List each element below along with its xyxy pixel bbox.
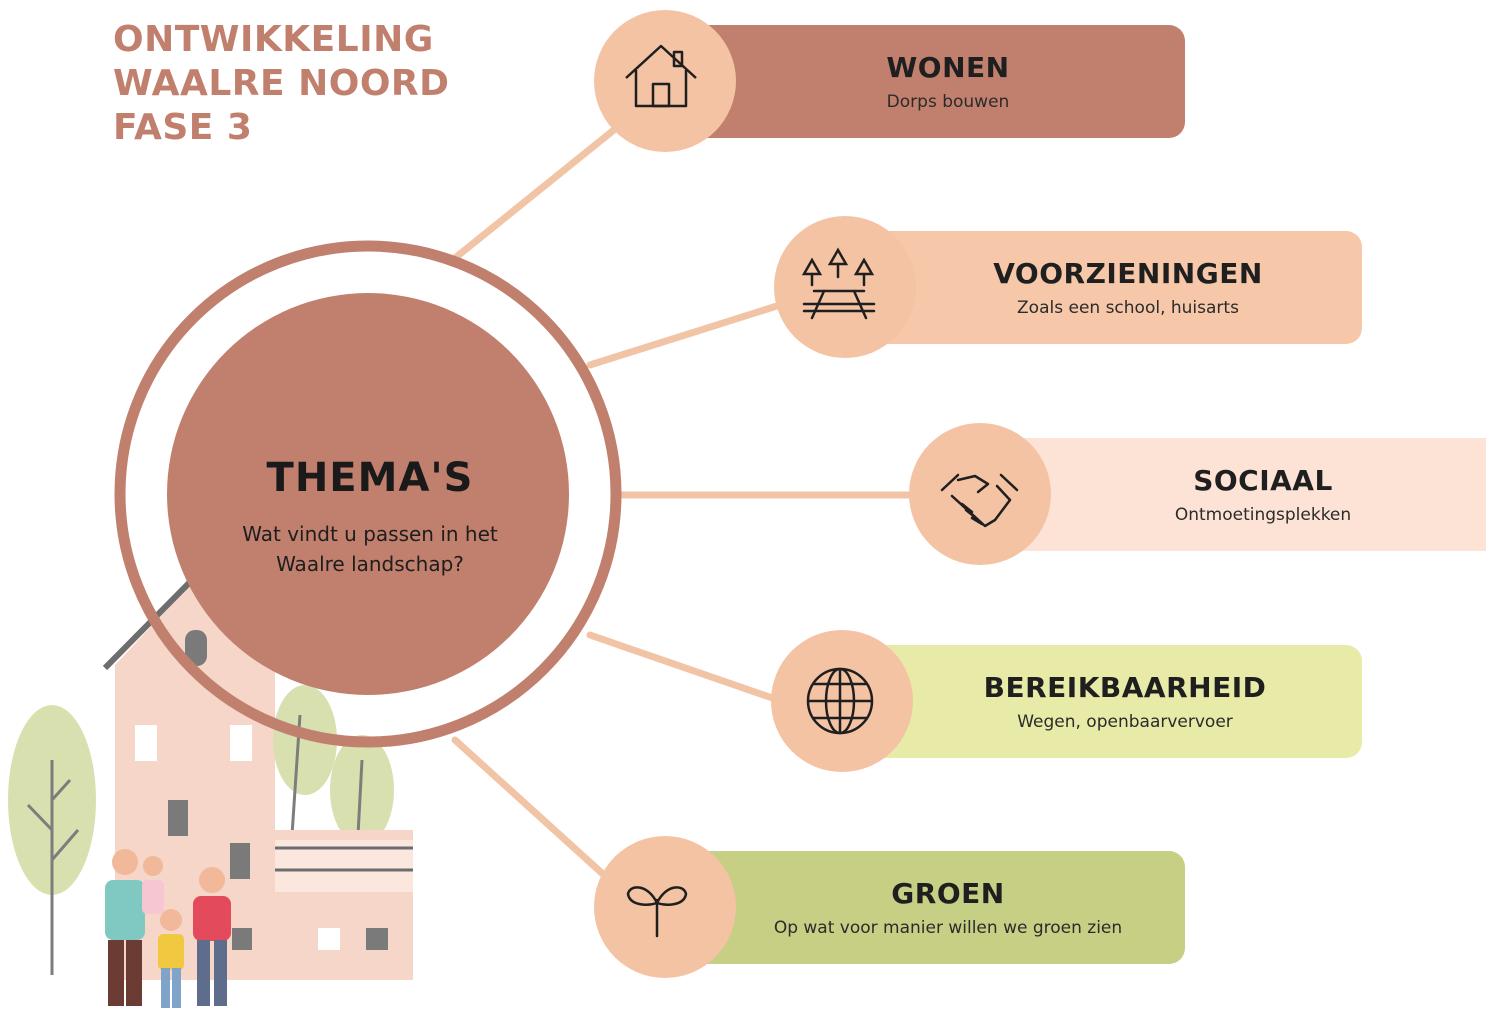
center-label: THEMA'S Wat vindt u passen in het Waalre… <box>200 455 540 579</box>
theme-title-sociaal: SOCIAAL <box>1193 464 1333 497</box>
theme-subtitle-voorzieningen: Zoals een school, huisarts <box>1017 298 1239 318</box>
theme-text-bereikbaarheid: BEREIKBAARHEID Wegen, openbaarvervoer <box>913 645 1337 758</box>
theme-card-groen <box>594 836 1185 978</box>
globe-icon <box>806 667 874 735</box>
connector-bereikbaarheid <box>586 631 782 704</box>
connector-voorzieningen <box>586 301 784 369</box>
title-line-3: FASE 3 <box>113 107 253 148</box>
center-hub <box>114 240 622 748</box>
theme-text-voorzieningen: VOORZIENINGEN Zoals een school, huisarts <box>916 231 1340 344</box>
center-subtitle-line-1: Wat vindt u passen in het <box>242 522 498 546</box>
theme-subtitle-bereikbaarheid: Wegen, openbaarvervoer <box>1017 712 1233 732</box>
theme-card-sociaal <box>909 423 1486 565</box>
connector-groen <box>451 736 619 889</box>
theme-card-voorzieningen <box>774 216 1362 358</box>
title-line-2: WAALRE NOORD <box>113 63 450 104</box>
theme-text-groen: GROEN Op wat voor manier willen we groen… <box>736 851 1160 964</box>
theme-subtitle-wonen: Dorps bouwen <box>886 92 1010 112</box>
picnic-table-trees-icon <box>801 247 876 320</box>
connector-wonen <box>451 121 624 262</box>
theme-subtitle-sociaal: Ontmoetingsplekken <box>1174 505 1352 525</box>
center-subtitle-line-2: Waalre landschap? <box>276 552 464 576</box>
tree-illustration-left <box>8 705 96 975</box>
title-line-1: ONTWIKKELING <box>113 19 434 60</box>
connector-lines <box>451 121 916 889</box>
house-icon <box>625 44 697 108</box>
theme-title-voorzieningen: VOORZIENINGEN <box>993 257 1263 290</box>
page-title: ONTWIKKELING WAALRE NOORD FASE 3 <box>113 18 450 150</box>
theme-title-groen: GROEN <box>891 877 1005 910</box>
center-subtitle: Wat vindt u passen in het Waalre landsch… <box>200 519 540 579</box>
handshake-icon <box>940 473 1019 528</box>
family-illustration <box>105 849 231 1008</box>
house-illustration <box>102 577 413 980</box>
theme-title-bereikbaarheid: BEREIKBAARHEID <box>983 671 1267 704</box>
center-title: THEMA'S <box>266 455 474 501</box>
theme-text-sociaal: SOCIAAL Ontmoetingsplekken <box>1051 438 1475 551</box>
theme-text-wonen: WONEN Dorps bouwen <box>736 25 1160 138</box>
sprout-icon <box>626 886 688 938</box>
theme-subtitle-groen: Op wat voor manier willen we groen zien <box>773 918 1123 938</box>
theme-card-wonen <box>594 10 1185 152</box>
theme-title-wonen: WONEN <box>886 51 1010 84</box>
